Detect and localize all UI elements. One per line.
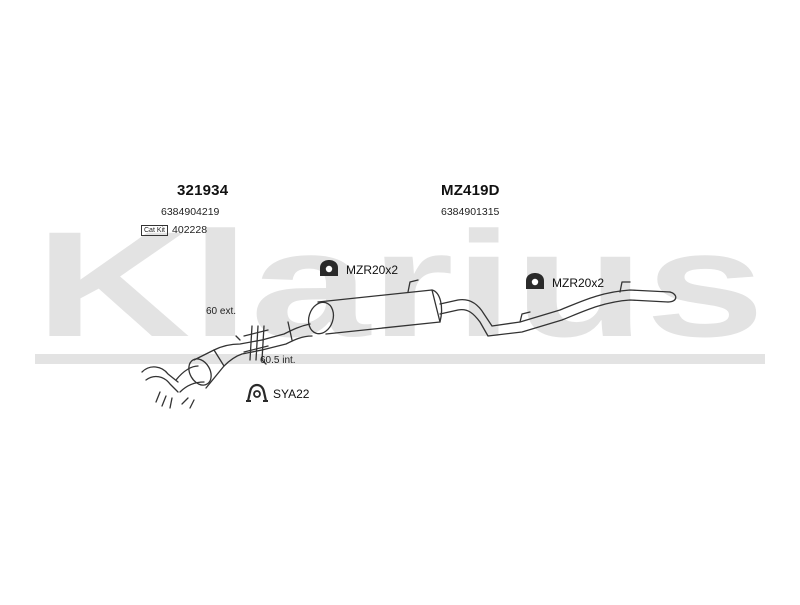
dimension-ext: 60 ext. [206,306,237,317]
exhaust-system [141,279,677,409]
cat-kit-badge: Cat Kit [141,224,169,236]
cat-outlet-pipe-top [213,339,263,351]
pipe-joint [235,325,269,365]
downpipe-lower [179,381,205,393]
clamp-icon[interactable] [246,383,268,402]
silencer-rear-cap [431,289,443,323]
downpipe-upper [175,365,199,381]
intermediate-pipe-bottom [261,335,313,351]
catalyst-inlet [188,358,212,386]
watermark: Klarius [35,200,765,368]
manifold-flange-inner [145,375,179,393]
manifold-flange [141,366,179,383]
pipe-bracket [287,321,293,341]
tailpipe-end [667,291,677,303]
clamp-label[interactable]: SYA22 [273,387,310,401]
oem-number-rear: 6384901315 [441,206,500,218]
int-leader [261,359,267,365]
cat-kit-number[interactable]: 402228 [172,224,208,236]
part-code-mz419d[interactable]: MZ419D [441,182,500,199]
tailpipe-bottom [439,299,669,337]
rear-pipe-mz419d[interactable] [261,279,677,351]
mount-label-1[interactable]: MZR20x2 [346,263,399,277]
catalyst-body [193,349,225,389]
rubber-mount-icon[interactable] [526,273,544,289]
silencer-hanger [407,279,419,293]
cat-outlet-pipe-bottom [223,349,263,367]
mount-label-2[interactable]: MZR20x2 [552,276,605,290]
tailpipe-hanger-1 [519,311,531,323]
flange-studs [155,391,173,409]
lambda-bracket [181,397,195,409]
ext-leader [235,335,241,341]
watermark-text: Klarius [35,200,765,368]
intermediate-pipe-top [261,323,311,341]
silencer-box [317,289,441,335]
front-pipe-321934[interactable] [141,339,263,409]
silencer-front-cap [307,301,335,335]
tailpipe-hanger-2 [619,281,631,293]
rubber-mount-icon[interactable] [320,260,338,276]
dimension-int: 60.5 int. [260,355,296,366]
oem-number-front: 6384904219 [161,206,220,218]
joint-sleeve [243,329,269,353]
part-code-321934[interactable]: 321934 [177,182,229,199]
watermark-bar [35,354,765,364]
